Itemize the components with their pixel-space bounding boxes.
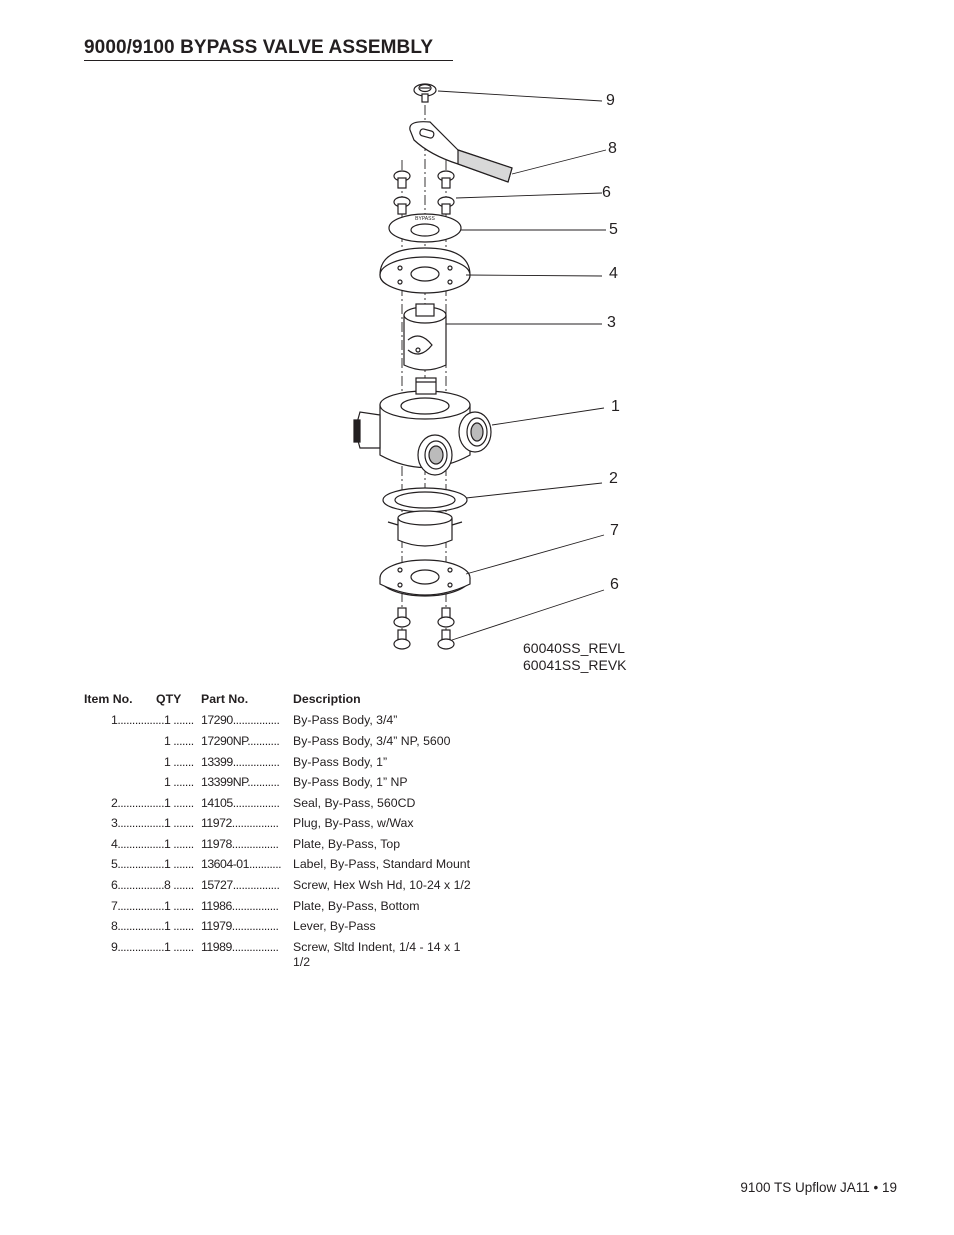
table-row: 1................ 1 ....... 17290.......… <box>84 713 504 733</box>
qty: 1 ....... <box>164 796 194 810</box>
table-row: 7................ 1 ....... 11986.......… <box>84 899 504 919</box>
page-footer: 9100 TS Upflow JA11 • 19 <box>740 1180 897 1195</box>
item-no: 8................ <box>110 919 164 933</box>
screw-top-part <box>413 83 437 103</box>
callout-2: 2 <box>609 470 618 487</box>
label-part: BYPASS <box>388 213 462 243</box>
description: By-Pass Body, 1” NP <box>293 775 408 789</box>
qty: 1 ....... <box>164 857 194 871</box>
part-no: 11978................ <box>201 837 279 851</box>
table-row: 3................ 1 ....... 11972.......… <box>84 816 504 836</box>
item-no: 6................ <box>110 878 164 892</box>
seal-part <box>382 487 468 547</box>
callout-6-top: 6 <box>602 184 611 201</box>
part-no: 14105................ <box>201 796 280 810</box>
part-no: 11979................ <box>201 919 279 933</box>
part-no: 13399NP........... <box>201 775 280 789</box>
item-no: 9................ <box>110 940 164 954</box>
leader-lines <box>437 90 607 641</box>
page-title: 9000/9100 BYPASS VALVE ASSEMBLY <box>84 37 454 61</box>
description: By-Pass Body, 3/4” <box>293 713 398 727</box>
qty: 1 ....... <box>164 775 194 789</box>
callout-8: 8 <box>608 140 617 157</box>
qty: 1 ....... <box>164 837 194 851</box>
callout-7: 7 <box>610 522 619 539</box>
table-row: 1 ....... 13399NP........... By-Pass Bod… <box>84 775 504 795</box>
description: By-Pass Body, 3/4” NP, 5600 <box>293 734 451 748</box>
item-no: 5................ <box>110 857 164 871</box>
table-row: 2................ 1 ....... 14105.......… <box>84 796 504 816</box>
table-row: 9................ 1 ....... 11989.......… <box>84 940 504 969</box>
item-no: 1................ <box>110 713 164 727</box>
description: Lever, By-Pass <box>293 919 376 933</box>
exploded-diagram: BYPASS <box>340 70 660 690</box>
label-bypass-text: BYPASS <box>415 216 435 222</box>
item-no: 7................ <box>110 899 164 913</box>
callout-1: 1 <box>611 398 620 415</box>
table-row: 1 ....... 17290NP........... By-Pass Bod… <box>84 734 504 754</box>
description: Plug, By-Pass, w/Wax <box>293 816 414 830</box>
valve-assembly-drawing: BYPASS <box>353 83 607 650</box>
qty: 1 ....... <box>164 919 194 933</box>
bypass-body-part <box>353 377 492 476</box>
description: Screw, Hex Wsh Hd, 10-24 x 1/2 <box>293 878 471 892</box>
header-item-no: Item No. <box>84 692 133 706</box>
qty: 1 ....... <box>164 734 194 748</box>
table-row: 8................ 1 ....... 11979.......… <box>84 919 504 939</box>
part-no: 13399................ <box>201 755 280 769</box>
item-no: 4................ <box>110 837 164 851</box>
table-row: 5................ 1 ....... 13604-01....… <box>84 857 504 877</box>
part-no: 11972................ <box>201 816 279 830</box>
description: Plate, By-Pass, Bottom <box>293 899 420 913</box>
part-no: 17290................ <box>201 713 280 727</box>
hex-screws-top <box>393 170 455 215</box>
plug-part <box>403 303 447 371</box>
drawing-number-1: 60040SS_REVL <box>523 640 625 656</box>
qty: 1 ....... <box>164 755 194 769</box>
callout-5: 5 <box>609 221 618 238</box>
table-row: 6................ 8 ....... 15727.......… <box>84 878 504 898</box>
qty: 1 ....... <box>164 940 194 954</box>
top-plate-part <box>379 247 471 294</box>
callout-9: 9 <box>606 92 615 109</box>
part-no: 15727................ <box>201 878 280 892</box>
part-no: 13604-01........... <box>201 857 282 871</box>
description: By-Pass Body, 1” <box>293 755 388 769</box>
description: Seal, By-Pass, 560CD <box>293 796 416 810</box>
callout-6-bottom: 6 <box>610 576 619 593</box>
item-no: 2................ <box>110 796 164 810</box>
part-no: 11986................ <box>201 899 279 913</box>
drawing-number-2: 60041SS_REVK <box>523 657 627 673</box>
callout-4: 4 <box>609 265 618 282</box>
table-row: 1 ....... 13399................ By-Pass … <box>84 755 504 775</box>
hex-screws-bottom <box>393 607 455 650</box>
description: Plate, By-Pass, Top <box>293 837 401 851</box>
qty: 8 ....... <box>164 878 194 892</box>
qty: 1 ....... <box>164 899 194 913</box>
qty: 1 ....... <box>164 816 194 830</box>
header-description: Description <box>293 692 361 706</box>
callout-3: 3 <box>607 314 616 331</box>
lever-part <box>409 121 513 183</box>
description: Screw, Sltd Indent, 1/4 - 14 x 1 1/2 <box>293 940 461 969</box>
description: Label, By-Pass, Standard Mount <box>293 857 471 871</box>
item-no: 3................ <box>110 816 164 830</box>
table-row: 4................ 1 ....... 11978.......… <box>84 837 504 857</box>
header-qty: QTY <box>156 692 182 706</box>
qty: 1 ....... <box>164 713 194 727</box>
header-part-no: Part No. <box>201 692 249 706</box>
part-no: 17290NP........... <box>201 734 280 748</box>
bottom-plate-part <box>379 559 471 597</box>
part-no: 11989................ <box>201 940 279 954</box>
